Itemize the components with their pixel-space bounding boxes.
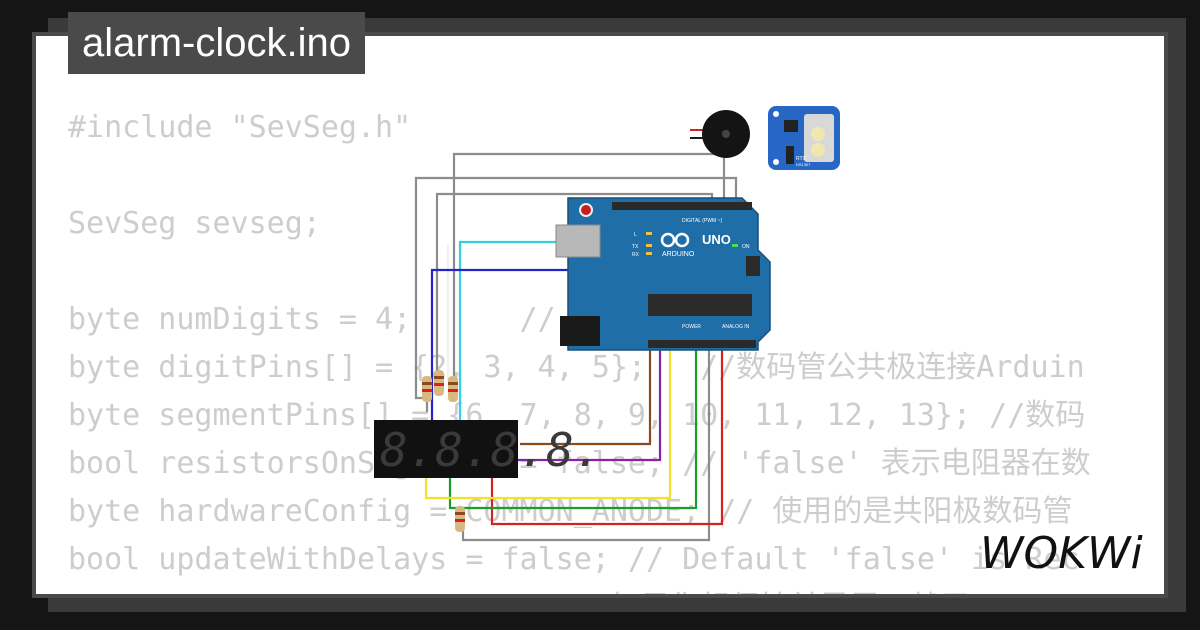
icsp-header [746, 256, 760, 276]
led-tx-icon [646, 244, 652, 247]
resistor[interactable] [422, 376, 432, 402]
coin-battery-icon [811, 127, 825, 141]
resistor[interactable] [434, 370, 444, 396]
resistors [422, 370, 465, 532]
wokwi-logo: WOKWi [980, 528, 1143, 578]
buzzer-hole-icon [722, 130, 730, 138]
arduino-logo-icon [660, 232, 690, 248]
mount-hole-icon [773, 159, 779, 165]
led-on-icon [732, 244, 738, 247]
rtc-label: RTC [796, 156, 807, 162]
code-line: byte digitPins[] = {2, 3, 4, 5}; //数码管公共… [68, 350, 1085, 385]
wire-gray-bottom [461, 210, 711, 542]
analog-pins-label: ANALOG IN [722, 324, 750, 330]
piezo-buzzer[interactable] [690, 110, 750, 158]
wire-red [490, 210, 724, 526]
power-header [648, 340, 756, 348]
microcontroller-chip [648, 294, 752, 316]
rtc-crystal [786, 146, 794, 164]
resistor[interactable] [455, 506, 465, 532]
code-line: SevSeg sevseg; [68, 206, 321, 241]
power-pins-label: POWER [682, 324, 701, 330]
reset-button-icon[interactable] [579, 203, 593, 217]
rtc-module[interactable]: RTC DS1307 [768, 106, 840, 170]
led-label-rx: RX [632, 252, 640, 258]
arduino-uno-board[interactable]: UNO ARDUINO DIGITAL (PWM ~) POWER ANALOG… [555, 197, 771, 351]
board-model-label: UNO [702, 232, 731, 247]
digital-pins-label: DIGITAL (PWM ~) [682, 218, 722, 224]
seven-segment-display[interactable]: 8.8.8.8. [374, 420, 602, 478]
on-led-label: ON [742, 244, 750, 250]
display-digits: 8.8.8.8. [380, 423, 602, 477]
wokwi-logo-text: WOKWi [980, 528, 1143, 578]
led-l-icon [646, 232, 652, 235]
led-rx-icon [646, 252, 652, 255]
usb-port [555, 224, 601, 258]
file-tab-title[interactable]: alarm-clock.ino [68, 12, 365, 74]
led-label-tx: TX [632, 244, 639, 250]
wire-yellow [424, 210, 672, 500]
led-label-l: L [634, 232, 637, 238]
code-line: bool updateWithDelays = false; // Defaul… [68, 542, 1080, 577]
wire-brown [520, 340, 652, 446]
rtc-sublabel: DS1307 [796, 162, 811, 167]
code-line: bool leadingZeros = false; // 如果你想保持前导零，… [68, 584, 1091, 594]
coin-battery-icon [811, 143, 825, 157]
board-brand-label: ARDUINO [662, 251, 695, 258]
resistor[interactable] [448, 376, 458, 402]
code-line: #include "SevSeg.h" [68, 110, 412, 145]
power-jack [560, 316, 600, 346]
wire-green [448, 210, 698, 510]
mount-hole-icon [773, 111, 779, 117]
digital-header [612, 202, 752, 210]
rtc-chip [784, 120, 798, 132]
code-line: byte numDigits = 4; // [68, 302, 556, 337]
code-line: byte segmentPins[] = {6, 7, 8, 9, 10, 11… [68, 398, 1086, 433]
